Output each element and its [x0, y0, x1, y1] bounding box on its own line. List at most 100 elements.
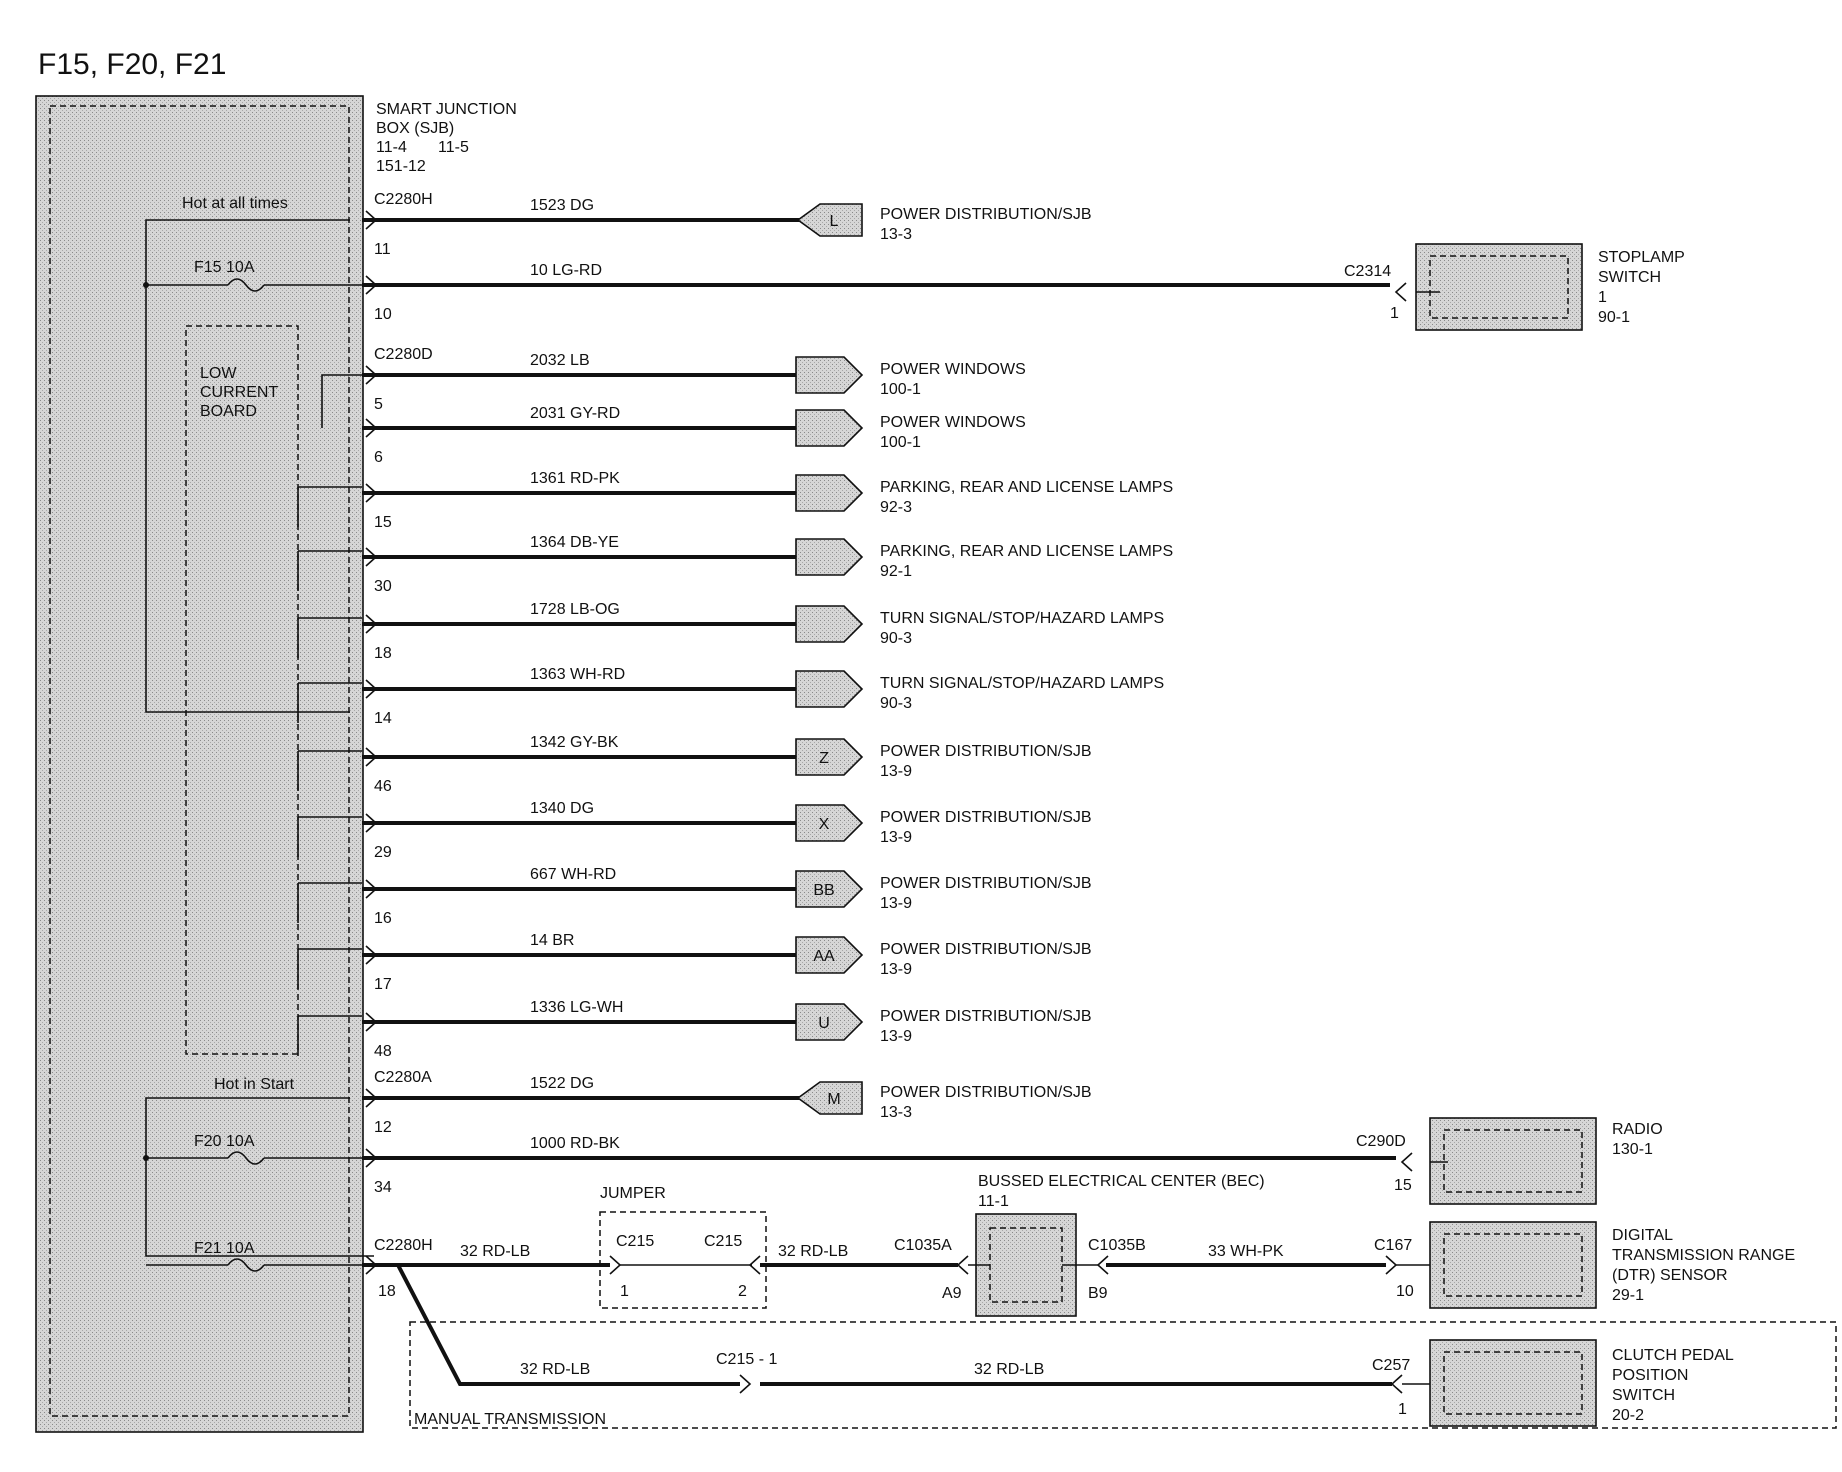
- destination-page: 90-3: [880, 695, 912, 712]
- jumper-connector-right: C215: [704, 1233, 742, 1250]
- page-reference-arrow[interactable]: [795, 538, 864, 576]
- low-current-board-line3: BOARD: [200, 403, 257, 420]
- stoplamp-name-line1: STOPLAMP: [1598, 249, 1685, 266]
- radio[interactable]: [1400, 1117, 1597, 1205]
- destination-name: TURN SIGNAL/STOP/HAZARD LAMPS: [880, 610, 1164, 627]
- sjb-pin-label: 11: [374, 241, 391, 258]
- circuit-label: 1342 GY-BK: [530, 734, 619, 751]
- dtr-sensor[interactable]: [1429, 1221, 1597, 1309]
- circuit-label: 667 WH-RD: [530, 866, 616, 883]
- connector-chevron: [365, 679, 378, 699]
- f21-circuit-b: 32 RD-LB: [778, 1243, 848, 1260]
- clutch-pedal-position-switch[interactable]: [1429, 1339, 1597, 1427]
- stoplamp-pin: 1: [1390, 305, 1399, 322]
- page-reference-arrow[interactable]: [795, 870, 864, 908]
- dtr-name-line1: DIGITAL: [1612, 1227, 1673, 1244]
- sjb-pin-label: 34: [374, 1179, 392, 1196]
- dtr-name-line3: (DTR) SENSOR: [1612, 1267, 1728, 1284]
- clutch-name-line3: SWITCH: [1612, 1387, 1675, 1404]
- sjb-pin-label: 15: [374, 514, 392, 531]
- page-reference-arrow[interactable]: [795, 474, 864, 512]
- sjb-pin-label: 46: [374, 778, 392, 795]
- circuit-label: 1361 RD-PK: [530, 470, 620, 487]
- connector-chevron: [365, 275, 378, 295]
- circuit-label: 1000 RD-BK: [530, 1135, 620, 1152]
- page-reference-arrow[interactable]: [795, 409, 864, 447]
- circuit-label: 1728 LB-OG: [530, 601, 620, 618]
- sjb-connector-label: C2280H: [374, 191, 433, 208]
- sjb-connector-label: C2280D: [374, 346, 433, 363]
- page-reference-arrow[interactable]: [795, 1003, 864, 1041]
- connector-chevron: [365, 945, 378, 965]
- page-reference-arrow[interactable]: [795, 738, 864, 776]
- f21-circuit: [362, 1255, 1448, 1394]
- stoplamp-name-line3: 1: [1598, 289, 1607, 306]
- connector-chevron: [365, 365, 378, 385]
- sjb-pin-label: 17: [374, 976, 392, 993]
- bec-name: BUSSED ELECTRICAL CENTER (BEC): [978, 1173, 1265, 1190]
- clutch-pin: 1: [1398, 1401, 1407, 1418]
- radio-page: 130-1: [1612, 1141, 1653, 1158]
- destination-name: PARKING, REAR AND LICENSE LAMPS: [880, 479, 1173, 496]
- bec-pin-in: A9: [942, 1285, 962, 1302]
- connector-chevron: [365, 879, 378, 899]
- dtr-name-line2: TRANSMISSION RANGE: [1612, 1247, 1795, 1264]
- page-reference-arrow[interactable]: [796, 203, 863, 237]
- sjb-pin-label: 30: [374, 578, 392, 595]
- wire-row[interactable]: 34 1000 RD-BK: [362, 1135, 1396, 1196]
- stoplamp-switch[interactable]: [1394, 243, 1583, 331]
- destination-name: POWER DISTRIBUTION/SJB: [880, 743, 1092, 760]
- circuit-label: 1340 DG: [530, 800, 594, 817]
- destination-page: 13-3: [880, 226, 912, 243]
- manual-transmission-label: MANUAL TRANSMISSION: [414, 1411, 606, 1428]
- connector-chevron: [365, 418, 378, 438]
- sjb-pin-label: 12: [374, 1119, 392, 1136]
- connector-chevron: [365, 1012, 378, 1032]
- jumper-box: [599, 1211, 767, 1309]
- page-reference-arrow[interactable]: [795, 356, 864, 394]
- fuse-f15: F15 10A: [143, 259, 362, 292]
- destination-page: 13-9: [880, 829, 912, 846]
- connector-chevron: [365, 210, 378, 230]
- page-reference-arrow[interactable]: [796, 1081, 863, 1115]
- page-reference-arrow[interactable]: [795, 936, 864, 974]
- page-reference-arrow[interactable]: [795, 605, 864, 643]
- sjb-pin-label: 16: [374, 910, 392, 927]
- page-title: F15, F20, F21: [38, 48, 226, 81]
- page-reference-code: U: [818, 1015, 830, 1032]
- radio-connector: C290D: [1356, 1133, 1406, 1150]
- page-reference-arrow[interactable]: [795, 670, 864, 708]
- page-reference-arrow[interactable]: [795, 804, 864, 842]
- circuit-label: 1522 DG: [530, 1075, 594, 1092]
- bec-page: 11-1: [978, 1193, 1009, 1210]
- destination-page: 13-9: [880, 895, 912, 912]
- connector-chevron: [365, 1088, 378, 1108]
- stoplamp-connector: C2314: [1344, 263, 1391, 280]
- connector-chevron: [365, 813, 378, 833]
- bussed-electrical-center[interactable]: [968, 1213, 1098, 1317]
- wire-row[interactable]: 15 1361 RD-PK PARKING, REAR AND LICENSE LA…: [297, 470, 1173, 531]
- connector-chevron: [365, 483, 378, 503]
- connector-chevron: [365, 547, 378, 567]
- dtr-pin: 10: [1396, 1283, 1414, 1300]
- destination-name: POWER WINDOWS: [880, 361, 1026, 378]
- circuit-label: 10 LG-RD: [530, 262, 602, 279]
- destination-page: 92-3: [880, 499, 912, 516]
- destination-page: 100-1: [880, 434, 921, 451]
- manual-transmission-region: [409, 1321, 1837, 1429]
